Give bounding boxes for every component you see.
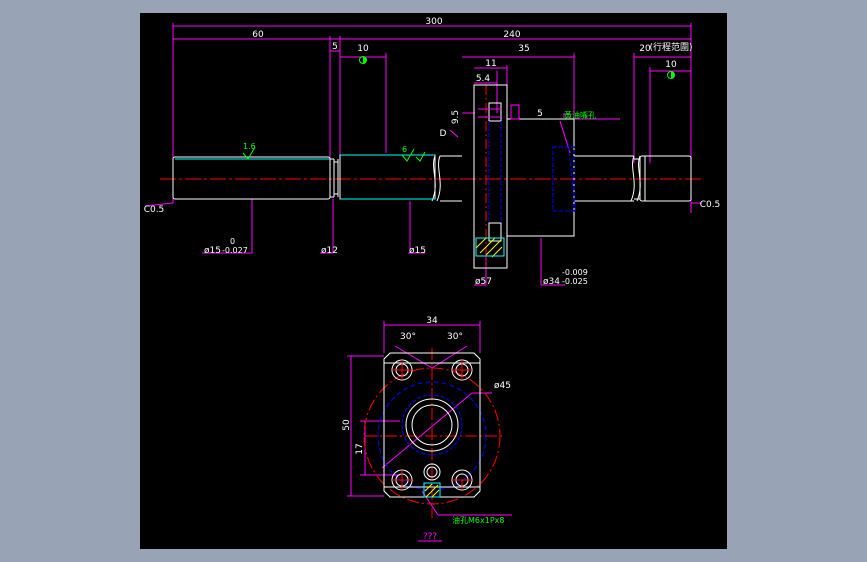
note-oil-hole-thread: 油孔M6x1Px8 — [452, 515, 504, 525]
dim-groove-width: 5 — [332, 42, 338, 52]
note-finish-2: 6 — [402, 145, 407, 154]
bore-inner — [411, 404, 453, 446]
label-d: D — [440, 129, 447, 139]
dim-right-shoulder: 20 — [639, 44, 651, 54]
dim-front-width: 34 — [426, 316, 438, 326]
tol-nut-lower: -0.025 — [562, 277, 588, 286]
hole-centers — [392, 360, 472, 490]
dim-flange-hole: 9.5 — [451, 110, 461, 124]
dim-flange-width: 11 — [485, 59, 496, 69]
label-chamfer-right: C0.5 — [700, 200, 721, 210]
dim-flange-diameter: ø57 — [475, 277, 492, 287]
tol-left-lower: -0.027 — [222, 246, 248, 255]
cad-viewport[interactable]: 300 60 240 5 10 35 11 5.4 9.5 5 20 (行程范圍… — [140, 13, 727, 549]
thread-edges — [175, 154, 435, 200]
nut-flange — [473, 84, 508, 269]
dim-right-length: 240 — [503, 30, 520, 40]
dim-bearing-seat-left: 10 — [357, 44, 369, 54]
dim-overall-length: 300 — [425, 17, 442, 27]
bore-hidden — [401, 394, 463, 456]
tol-left-upper: 0 — [230, 237, 235, 246]
break-marks — [431, 155, 641, 202]
tol-nut-upper: -0.009 — [562, 268, 588, 277]
note-finish-1: 1.6 — [243, 142, 256, 151]
side-view: 300 60 240 5 10 35 11 5.4 9.5 5 20 (行程范圍… — [144, 17, 721, 287]
note-travel-range: (行程范圍) — [649, 41, 692, 53]
dim-center-height: 17 — [355, 443, 365, 454]
roughness-symbols — [242, 146, 426, 162]
top-dimension-lines — [144, 23, 702, 286]
note-lube-hole: 黃油嘴孔 — [564, 110, 596, 120]
dim-pcd: ø45 — [494, 381, 511, 391]
dim-seat-step: 5 — [537, 109, 543, 119]
dim-flange-offset: 5.4 — [476, 74, 491, 84]
dim-shaft-diameter: ø15 — [409, 246, 426, 256]
bore-outer — [405, 398, 459, 452]
label-chamfer-left: C0.5 — [144, 205, 165, 215]
dim-angle-left: 30° — [400, 332, 416, 342]
surface-marks — [359, 56, 675, 79]
dim-angle-right: 30° — [447, 332, 463, 342]
oil-hole-hatch — [424, 483, 440, 498]
dim-groove-diameter: ø12 — [321, 246, 338, 256]
front-dimension-lines — [347, 321, 512, 516]
nut-body — [488, 104, 577, 237]
dim-left-journal: 60 — [252, 30, 264, 40]
dim-left-diameter: ø15 — [204, 246, 221, 256]
dim-front-height: 50 — [342, 419, 352, 431]
flange-outline — [383, 352, 481, 498]
ball-screw-drawing: 300 60 240 5 10 35 11 5.4 9.5 5 20 (行程范圍… — [144, 17, 721, 542]
front-view: 34 30° 30° ø45 50 17 油孔M6x1Px8 ??? — [342, 316, 512, 542]
oil-hole — [423, 463, 441, 481]
shaft-outline — [172, 154, 692, 202]
dim-nut-diameter: ø34 — [543, 277, 560, 287]
caption: ??? — [423, 532, 438, 542]
flange-hatch — [475, 237, 503, 258]
dim-bearing-seat-right: 10 — [665, 60, 677, 70]
dim-nut-length: 35 — [518, 44, 529, 54]
